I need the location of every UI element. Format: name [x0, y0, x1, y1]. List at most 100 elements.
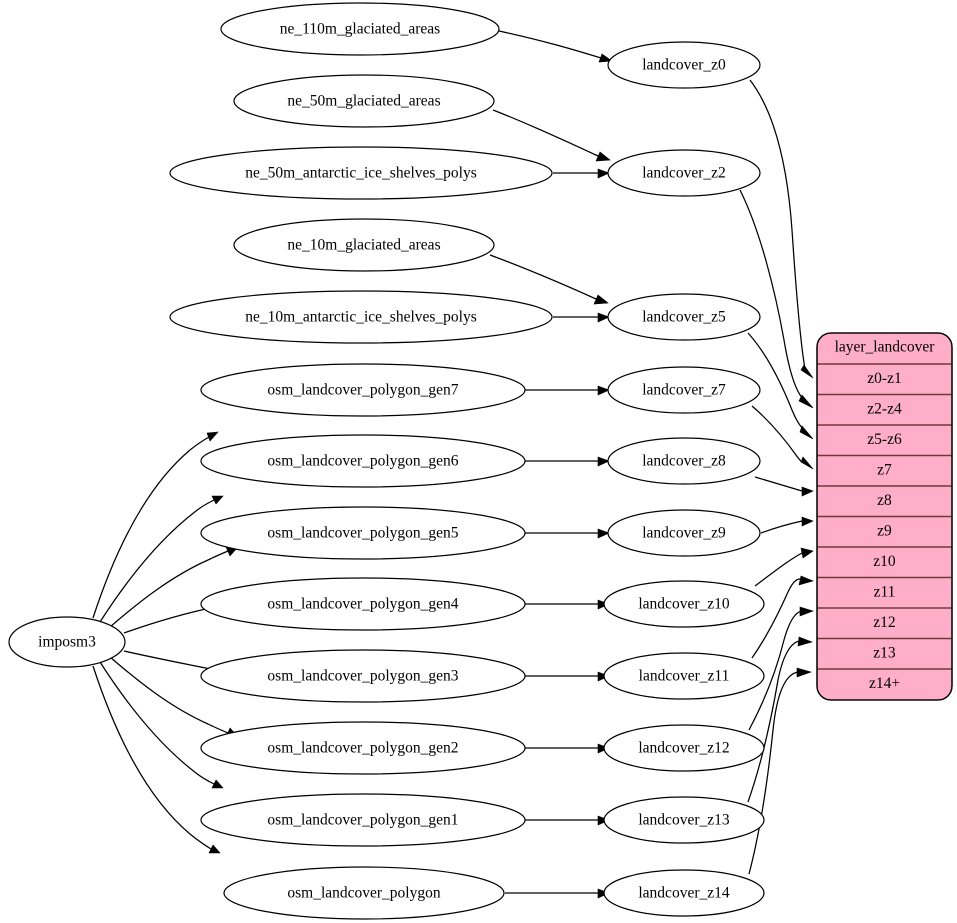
node-label: osm_landcover_polygon_gen6	[267, 453, 458, 470]
node-landcover-z11[interactable]: landcover_z11	[603, 652, 765, 700]
table-row[interactable]: z12	[873, 614, 895, 631]
table-row-label: z8	[877, 492, 892, 509]
node-landcover-z9[interactable]: landcover_z9	[607, 509, 761, 557]
edge-gen3-to-z11	[519, 671, 610, 682]
node-label: osm_landcover_polygon_gen7	[267, 382, 458, 399]
table-row-label: z13	[873, 645, 896, 662]
edge-imposm3-to-polygon	[92, 665, 221, 854]
node-landcover-z5[interactable]: landcover_z5	[607, 293, 761, 341]
node-label: landcover_z8	[642, 453, 726, 470]
node-ne-10m-glaciated-areas[interactable]: ne_10m_glaciated_areas	[233, 218, 495, 272]
node-landcover-z13[interactable]: landcover_z13	[603, 796, 765, 844]
node-osm-landcover-polygon-gen2[interactable]: osm_landcover_polygon_gen2	[200, 721, 526, 775]
table-row-label: z9	[877, 523, 892, 540]
node-osm-landcover-polygon-gen5[interactable]: osm_landcover_polygon_gen5	[200, 506, 526, 560]
table-row[interactable]: z7	[877, 462, 892, 479]
node-osm-landcover-polygon-gen6[interactable]: osm_landcover_polygon_gen6	[200, 434, 526, 488]
table-title: layer_landcover	[835, 339, 936, 356]
table-row-label: z12	[873, 614, 895, 631]
node-label: landcover_z12	[638, 740, 729, 757]
edge-imposm3-to-gen6	[99, 495, 224, 623]
edge-z11-to-row-z11	[751, 575, 814, 659]
edge-z13-to-row-z13	[747, 636, 813, 803]
edge-ne10m-glaciated-to-z5	[489, 254, 609, 305]
edge-ne50m-antarctic-to-z2	[553, 168, 610, 179]
node-landcover-z10[interactable]: landcover_z10	[603, 580, 765, 628]
node-label: osm_landcover_polygon_gen3	[267, 668, 458, 685]
node-osm-landcover-polygon[interactable]: osm_landcover_polygon	[223, 866, 505, 920]
table-row[interactable]: z10	[873, 553, 896, 570]
node-label: landcover_z11	[639, 668, 730, 685]
table-row[interactable]: z5-z6	[867, 431, 902, 448]
table-row[interactable]: z0-z1	[867, 370, 901, 387]
edge-z10-to-row-z10	[754, 547, 814, 587]
node-ne-50m-antarctic-ice-shelves-polys[interactable]: ne_50m_antarctic_ice_shelves_polys	[169, 146, 553, 200]
layer-landcover-table[interactable]: layer_landcover z0-z1 z2-z4 z5-z6 z7 z8	[816, 332, 953, 701]
node-ne-110m-glaciated-areas[interactable]: ne_110m_glaciated_areas	[220, 2, 500, 56]
node-label: landcover_z13	[638, 812, 729, 829]
source-nodes-layer: ne_110m_glaciated_areas ne_50m_glaciated…	[169, 2, 553, 920]
node-label: osm_landcover_polygon_gen2	[267, 740, 458, 757]
node-osm-landcover-polygon-gen7[interactable]: osm_landcover_polygon_gen7	[200, 363, 526, 417]
edge-z14-to-row-z14plus	[748, 667, 812, 875]
node-label: landcover_z7	[642, 382, 726, 399]
node-label: landcover_z9	[642, 525, 726, 542]
edge-ne110m-to-z0	[498, 30, 613, 63]
node-label: osm_landcover_polygon_gen4	[267, 596, 458, 613]
edge-z0-to-row-z0z1	[749, 79, 814, 379]
node-ne-50m-glaciated-areas[interactable]: ne_50m_glaciated_areas	[233, 74, 495, 128]
table-row[interactable]: z13	[873, 645, 896, 662]
edge-ne50m-glaciated-to-z2	[492, 109, 611, 162]
node-label: landcover_z0	[642, 57, 726, 74]
edge-polygon-to-z14	[505, 888, 610, 899]
node-label: imposm3	[38, 634, 96, 651]
edge-z7-to-row-z7	[751, 405, 814, 470]
node-label: landcover_z10	[638, 596, 729, 613]
edge-imposm3-to-gen7	[92, 431, 219, 619]
edge-imposm3-to-gen1	[99, 661, 224, 789]
node-osm-landcover-polygon-gen4[interactable]: osm_landcover_polygon_gen4	[200, 577, 526, 631]
table-row-label: z10	[873, 553, 896, 570]
view-nodes-layer: landcover_z0 landcover_z2 landcover_z5 l…	[603, 41, 765, 917]
table-row-label: z14+	[869, 675, 900, 692]
node-landcover-z2[interactable]: landcover_z2	[607, 149, 761, 197]
table-row-label: z11	[874, 584, 896, 601]
table-row-label: z7	[877, 462, 892, 479]
edge-ne10m-antarctic-to-z5	[553, 312, 610, 323]
node-label: ne_110m_glaciated_areas	[280, 21, 440, 38]
table-row[interactable]: z2-z4	[867, 401, 902, 418]
table-row[interactable]: z8	[877, 492, 892, 509]
node-label: osm_landcover_polygon_gen1	[267, 812, 458, 829]
table-row-label: z0-z1	[867, 370, 901, 387]
edge-gen6-to-z8	[519, 456, 610, 467]
table-row[interactable]: z14+	[869, 675, 900, 692]
table-header-row: layer_landcover	[835, 339, 936, 356]
edge-gen1-to-z13	[519, 815, 610, 826]
node-imposm3[interactable]: imposm3	[8, 616, 126, 668]
edge-z9-to-row-z9	[760, 516, 814, 534]
node-landcover-z14[interactable]: landcover_z14	[603, 869, 765, 917]
edge-gen2-to-z12	[519, 743, 610, 754]
table-row-label: z2-z4	[867, 401, 902, 418]
node-label: landcover_z2	[642, 165, 726, 182]
node-osm-landcover-polygon-gen3[interactable]: osm_landcover_polygon_gen3	[200, 649, 526, 703]
node-osm-landcover-polygon-gen1[interactable]: osm_landcover_polygon_gen1	[200, 793, 526, 847]
node-label: ne_10m_antarctic_ice_shelves_polys	[245, 309, 477, 326]
edge-z2-to-row-z2z4	[739, 189, 814, 409]
node-label: osm_landcover_polygon	[287, 885, 441, 902]
table-row[interactable]: z11	[874, 584, 896, 601]
node-landcover-z8[interactable]: landcover_z8	[607, 437, 761, 485]
node-landcover-z12[interactable]: landcover_z12	[603, 724, 765, 772]
edge-z8-to-row-z8	[754, 476, 814, 497]
table-row-label: z5-z6	[867, 431, 902, 448]
node-landcover-z7[interactable]: landcover_z7	[607, 366, 761, 414]
edge-gen5-to-z9	[519, 528, 610, 539]
edge-gen7-to-z7	[525, 385, 610, 396]
table-row[interactable]: z9	[877, 523, 892, 540]
node-landcover-z0[interactable]: landcover_z0	[607, 41, 761, 89]
edge-gen4-to-z10	[519, 599, 610, 610]
node-label: landcover_z5	[642, 309, 726, 326]
node-ne-10m-antarctic-ice-shelves-polys[interactable]: ne_10m_antarctic_ice_shelves_polys	[169, 290, 553, 344]
edge-z12-to-row-z12	[748, 606, 814, 731]
